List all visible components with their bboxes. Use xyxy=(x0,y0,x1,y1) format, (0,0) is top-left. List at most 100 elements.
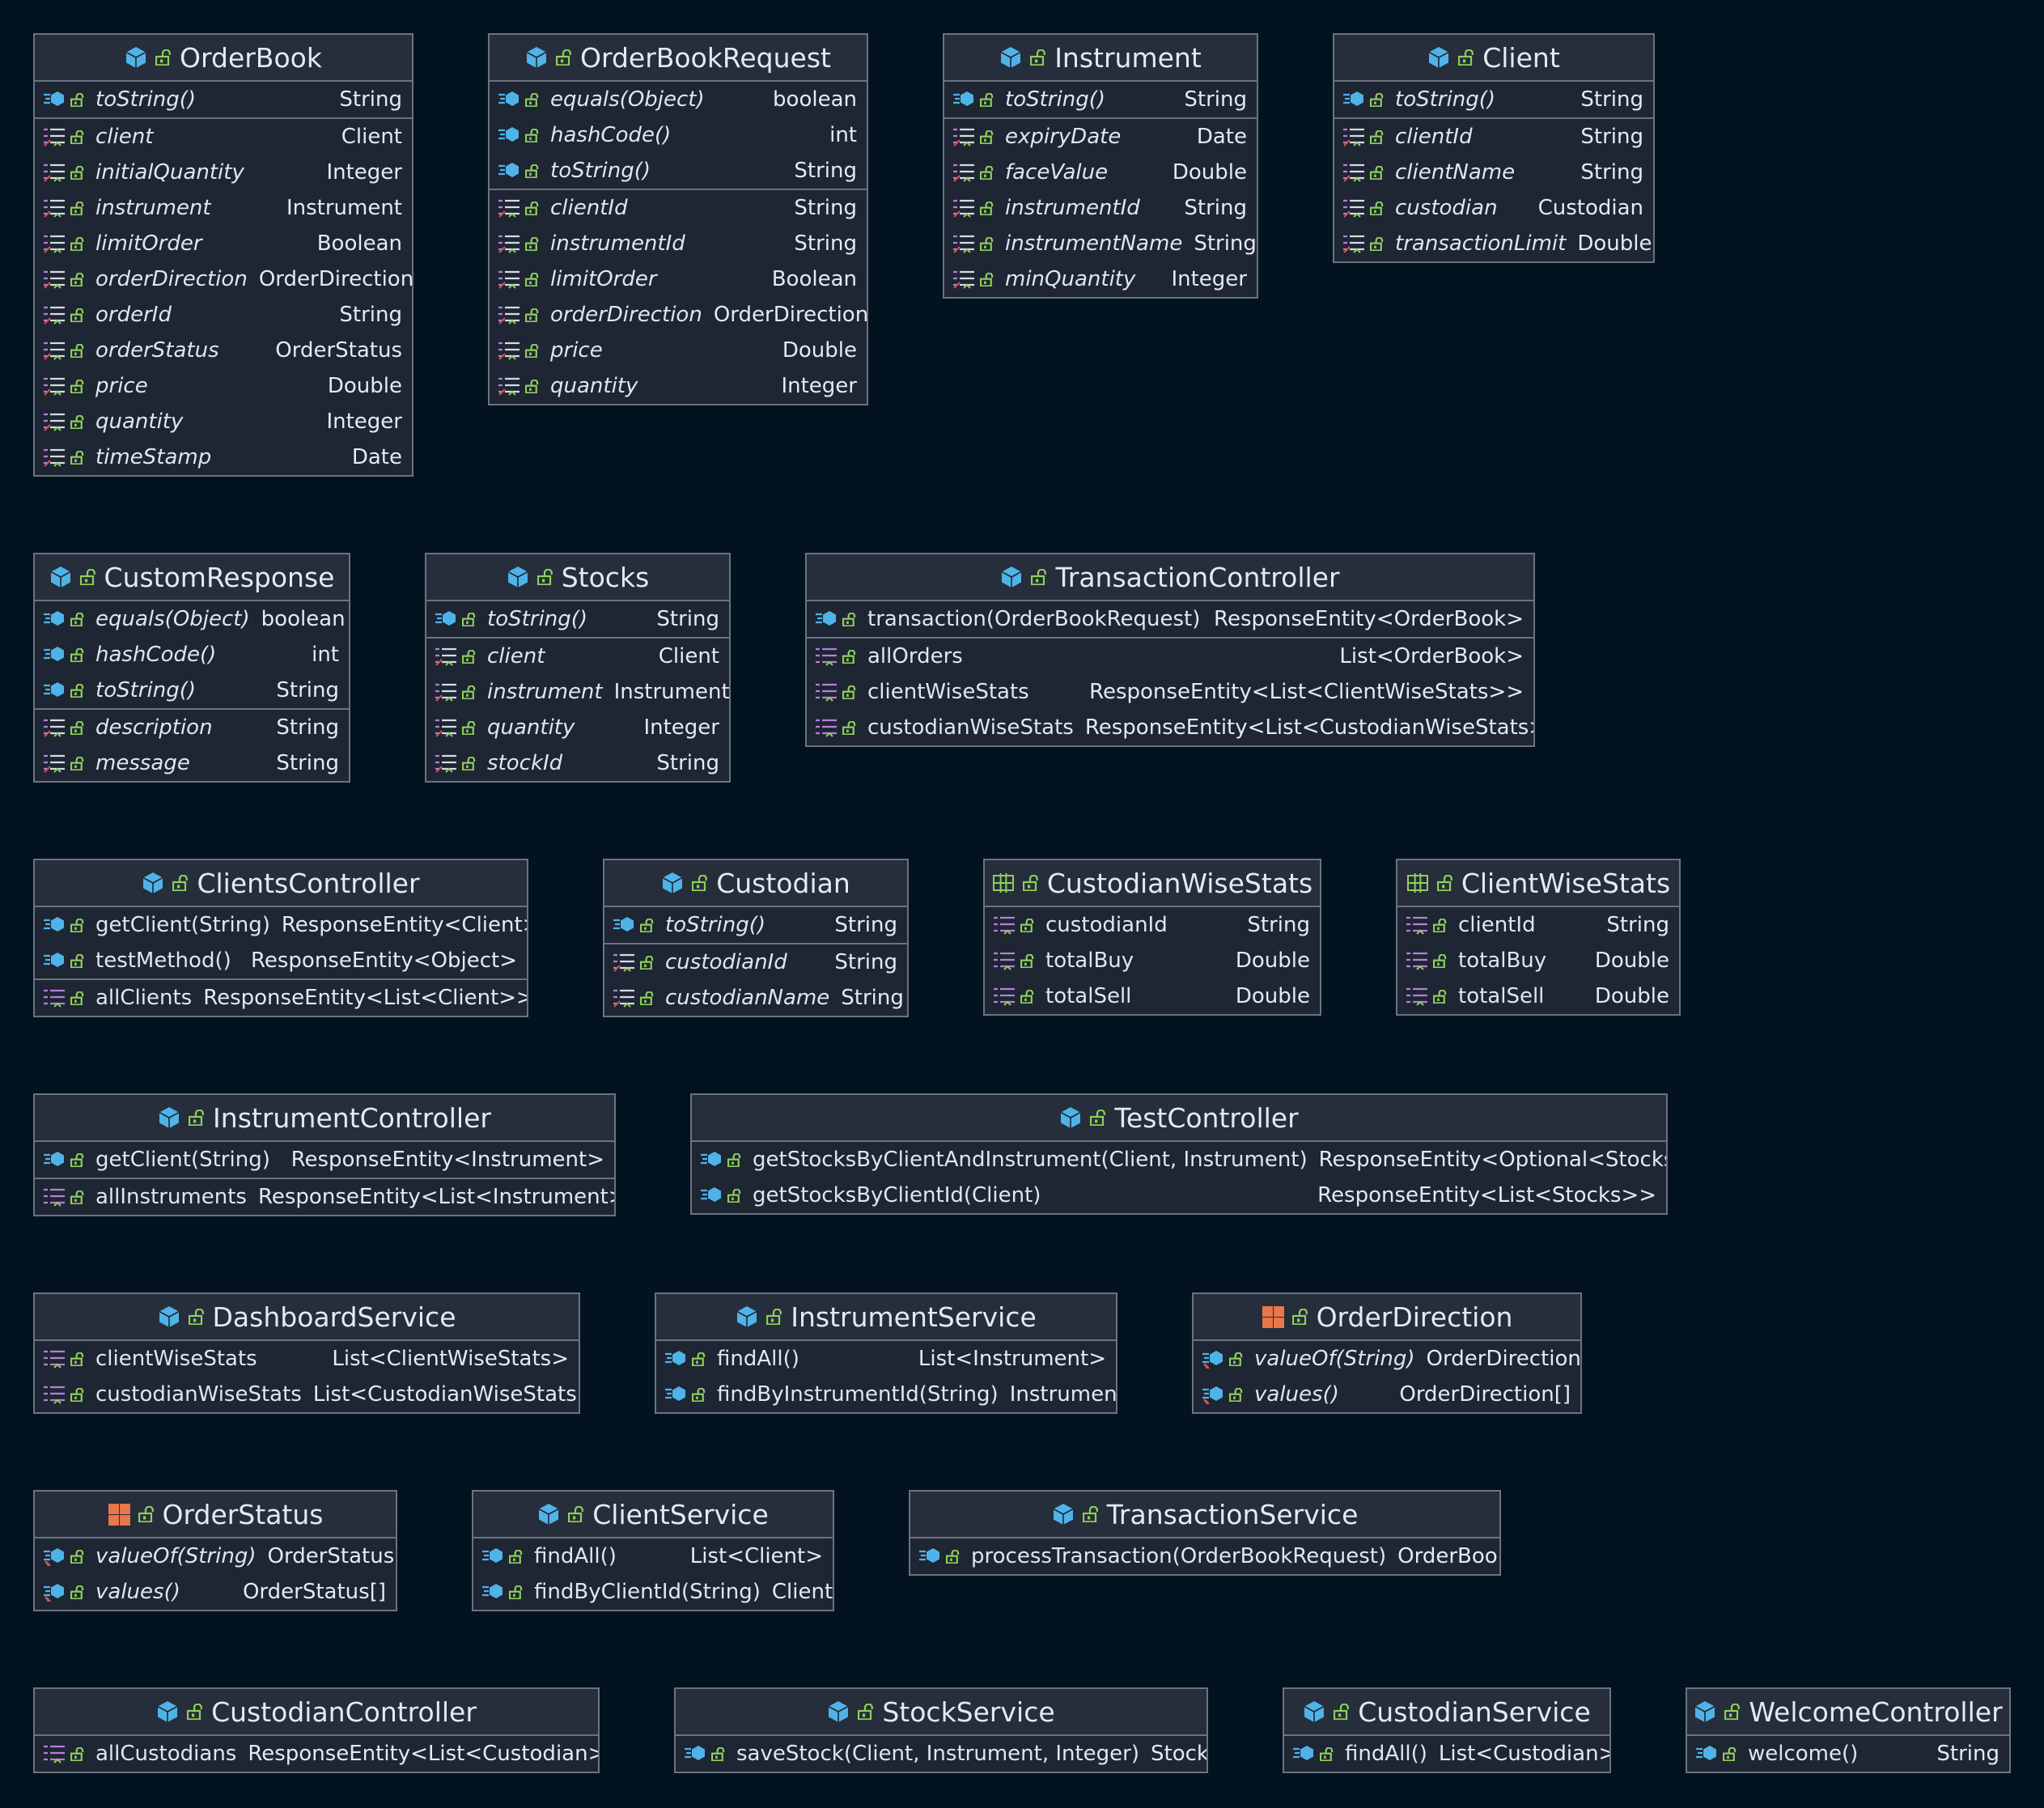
member-row[interactable]: getClient(String)ResponseEntity<Instrume… xyxy=(35,1142,614,1178)
class-box-stock-service[interactable]: StockService saveStock(Client, Instrumen… xyxy=(674,1687,1208,1773)
member-row[interactable]: toString()String xyxy=(426,601,729,637)
class-box-transaction-controller[interactable]: TransactionController transaction(OrderB… xyxy=(805,553,1535,747)
member-row[interactable]: welcome()String xyxy=(1687,1736,2009,1772)
member-row[interactable]: valueOf(String)OrderDirection xyxy=(1194,1341,1580,1377)
member-row[interactable]: toString()String xyxy=(944,82,1257,117)
member-row[interactable]: transaction(OrderBookRequest)ResponseEnt… xyxy=(807,601,1533,637)
member-row[interactable]: processTransaction(OrderBookRequest)Orde… xyxy=(910,1538,1499,1574)
member-row[interactable]: testMethod()ResponseEntity<Object> xyxy=(35,943,527,978)
member-row[interactable]: toString()String xyxy=(1334,82,1653,117)
class-box-order-direction[interactable]: OrderDirection valueOf(String)OrderDirec… xyxy=(1192,1292,1582,1414)
member-row[interactable]: toString()String xyxy=(35,673,349,708)
class-box-custodian-service[interactable]: CustodianService findAll()List<Custodian… xyxy=(1283,1687,1611,1773)
member-row[interactable]: toString()String xyxy=(604,907,907,943)
member-row[interactable]: toString()String xyxy=(35,82,412,117)
class-box-clients-controller[interactable]: ClientsController getClient(String)Respo… xyxy=(33,859,528,1017)
member-row[interactable]: valueOf(String)OrderStatus xyxy=(35,1538,396,1574)
class-box-test-controller[interactable]: TestController getStocksByClientAndInstr… xyxy=(690,1093,1668,1215)
class-box-welcome-controller[interactable]: WelcomeController welcome()String xyxy=(1686,1687,2011,1773)
class-box-transaction-service[interactable]: TransactionService processTransaction(Or… xyxy=(909,1490,1501,1576)
member-row[interactable]: hashCode()int xyxy=(490,117,867,153)
member-row[interactable]: toString()String xyxy=(490,153,867,189)
member-row[interactable]: equals(Object)boolean xyxy=(35,601,349,637)
member-row[interactable]: getStocksByClientAndInstrument(Client, I… xyxy=(692,1142,1666,1178)
class-box-custom-response[interactable]: CustomResponse equals(Object)boolean has… xyxy=(33,553,350,783)
class-box-order-book-request[interactable]: OrderBookRequest equals(Object)boolean h… xyxy=(488,33,868,405)
class-box-instrument-service[interactable]: InstrumentService findAll()List<Instrume… xyxy=(655,1292,1117,1414)
public-lock-icon xyxy=(525,128,539,142)
member-row[interactable]: equals(Object)boolean xyxy=(490,82,867,117)
class-box-instrument-controller[interactable]: InstrumentController getClient(String)Re… xyxy=(33,1093,616,1216)
member-row[interactable]: getStocksByClientId(Client)ResponseEntit… xyxy=(692,1178,1666,1213)
member-row[interactable]: findAll()List<Client> xyxy=(473,1538,833,1574)
member-row[interactable]: saveStock(Client, Instrument, Integer)St… xyxy=(676,1736,1206,1772)
member-row[interactable]: values()OrderDirection[] xyxy=(1194,1377,1580,1412)
member-row[interactable]: getClient(String)ResponseEntity<Client> xyxy=(35,907,527,943)
member-row[interactable]: findAll()List<Custodian> xyxy=(1284,1736,1609,1772)
class-box-client-service[interactable]: ClientService findAll()List<Client> find… xyxy=(472,1490,834,1611)
member-row[interactable]: findByInstrumentId(String)Instrument xyxy=(656,1377,1116,1412)
member-row[interactable]: hashCode()int xyxy=(35,637,349,673)
member-row[interactable]: values()OrderStatus[] xyxy=(35,1574,396,1610)
class-box-order-status[interactable]: OrderStatus valueOf(String)OrderStatus v… xyxy=(33,1490,397,1611)
member-row[interactable]: findAll()List<Instrument> xyxy=(656,1341,1116,1377)
member-row[interactable]: findByClientId(String)Client xyxy=(473,1574,833,1610)
